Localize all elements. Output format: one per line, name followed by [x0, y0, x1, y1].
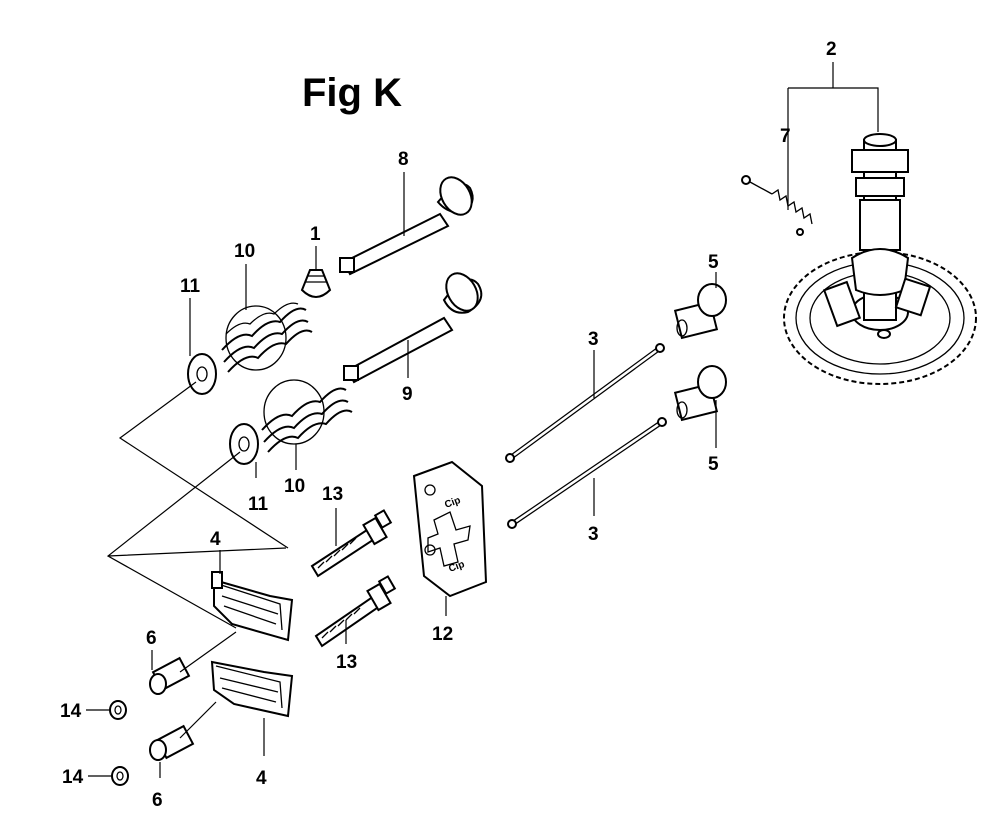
- tappet-upper: [673, 283, 727, 340]
- pivot-bolt-lower: [314, 575, 397, 648]
- rocker-arm-upper: [211, 571, 294, 642]
- valve-exhaust: [343, 272, 483, 384]
- push-rod-guide-plate: Cip Cip: [412, 460, 488, 598]
- valve-spring-lower: [261, 379, 353, 453]
- callout-5-lower: 5: [708, 454, 719, 475]
- push-rod-upper: [505, 343, 665, 463]
- pivot-bolt-upper: [310, 509, 393, 578]
- rocker-arm-lower: [210, 660, 294, 718]
- push-rod-lower: [507, 417, 667, 529]
- callout-2: 2: [826, 39, 837, 60]
- callout-7: 7: [780, 126, 791, 147]
- callout-1: 1: [310, 224, 321, 245]
- callout-11-upper: 11: [180, 276, 201, 297]
- callout-4-upper: 4: [210, 529, 221, 550]
- callout-11-lower: 11: [248, 494, 269, 515]
- callout-8: 8: [398, 149, 409, 170]
- callout-6-lower: 6: [152, 790, 163, 811]
- plate-marking-upper: Cip: [443, 495, 462, 511]
- plate-marking-lower: Cip: [447, 559, 466, 575]
- valve-intake: [339, 176, 474, 276]
- adjuster-nut-upper: [109, 700, 127, 720]
- adjuster-nut-lower: [111, 766, 129, 786]
- valve-stem-seal: [300, 269, 332, 298]
- pivot-collar-upper: [149, 656, 191, 695]
- decompressor-spring: [741, 175, 813, 236]
- camshaft-gear: [783, 133, 977, 385]
- callout-14-lower: 14: [62, 767, 84, 788]
- callout-6-upper: 6: [146, 628, 157, 649]
- callout-10-lower: 10: [284, 476, 305, 497]
- callout-12: 12: [432, 624, 453, 645]
- callout-3-upper: 3: [588, 329, 599, 350]
- callout-5-upper: 5: [708, 252, 719, 273]
- valve-spring-upper: [221, 302, 313, 373]
- figure-title: Fig K: [302, 71, 402, 115]
- spring-retainer-upper: [187, 353, 217, 395]
- tappet-lower: [673, 365, 727, 422]
- callout-9: 9: [402, 384, 413, 405]
- callout-4-lower: 4: [256, 768, 267, 789]
- spring-retainer-lower: [229, 423, 259, 465]
- callout-3-lower: 3: [588, 524, 599, 545]
- callout-14-upper: 14: [60, 701, 82, 722]
- callout-10-upper: 10: [234, 241, 255, 262]
- callout-13-upper: 13: [322, 484, 343, 505]
- callout-13-lower: 13: [336, 652, 357, 673]
